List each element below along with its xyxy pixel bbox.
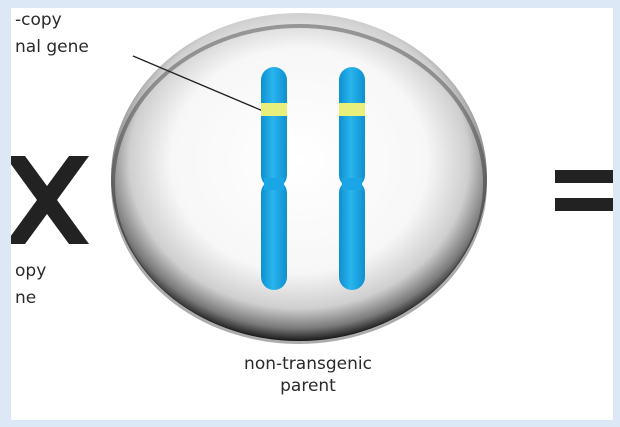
- gene-band-right: [339, 103, 365, 116]
- cross-symbol: [11, 156, 89, 244]
- chromosome-left: [261, 67, 287, 290]
- left-label-line1: opy: [15, 261, 46, 281]
- gene-label-line1: -copy: [15, 10, 62, 30]
- parent-caption: non-transgenic parent: [208, 353, 408, 397]
- chromosome-right: [339, 67, 365, 290]
- parent-caption-line2: parent: [208, 375, 408, 397]
- gene-label-line2: nal gene: [15, 37, 89, 57]
- gene-band-left: [261, 103, 287, 116]
- cell-circle: [111, 13, 487, 341]
- equals-symbol: [555, 170, 613, 211]
- diagram-panel: -copy nal gene opy ne non-transgenic par…: [11, 8, 613, 420]
- parent-caption-line1: non-transgenic: [208, 353, 408, 375]
- left-label-line2: ne: [15, 288, 36, 308]
